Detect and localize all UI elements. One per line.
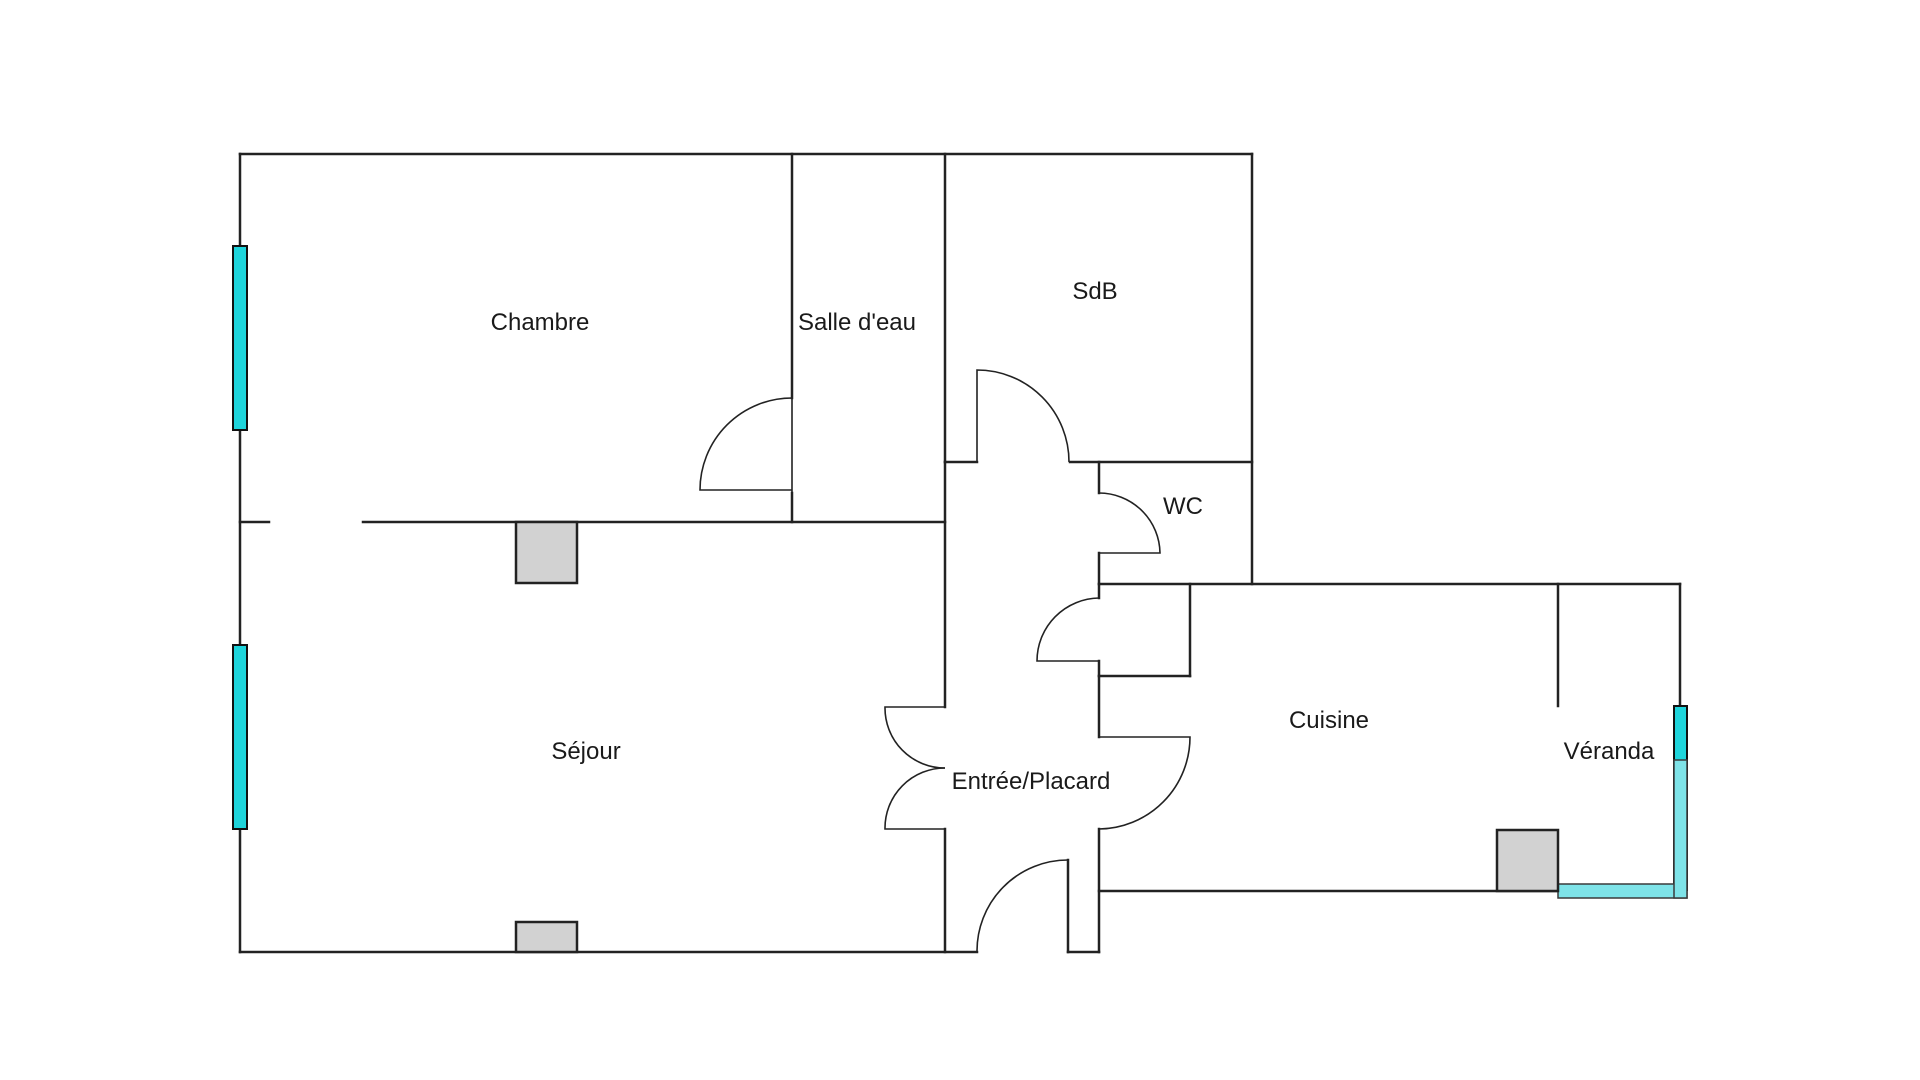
label-cuisine: Cuisine <box>1289 707 1369 734</box>
door-sejour-upper <box>884 706 946 769</box>
label-entree-placard: Entrée/Placard <box>952 768 1111 795</box>
door-entrance <box>976 859 1069 953</box>
pillars <box>514 520 1560 954</box>
label-salle-deau: Salle d'eau <box>798 309 916 336</box>
label-sdb: SdB <box>1072 278 1117 305</box>
label-chambre: Chambre <box>491 309 590 336</box>
label-sejour: Séjour <box>551 738 620 765</box>
door-sejour-lower <box>884 767 946 830</box>
window-chambre <box>232 245 248 431</box>
door-placard <box>1036 597 1100 662</box>
pillar-veranda <box>1495 828 1560 893</box>
walls <box>238 152 1682 954</box>
door-sdb <box>976 369 1070 463</box>
label-veranda: Véranda <box>1564 738 1655 765</box>
pillar-sejour-bottom <box>514 920 579 954</box>
door-wc <box>1098 492 1161 554</box>
veranda-glass-side <box>1673 759 1688 899</box>
door-cuisine <box>1098 736 1191 830</box>
doors <box>699 369 1191 953</box>
door-salle-deau <box>699 397 793 493</box>
room-labels: Chambre Salle d'eau SdB WC Séjour Entrée… <box>491 278 1655 795</box>
window-sejour <box>232 644 248 830</box>
label-wc: WC <box>1163 493 1203 520</box>
pillar-sejour-top <box>514 520 579 585</box>
windows <box>232 245 1688 899</box>
veranda-glass <box>1557 883 1688 899</box>
